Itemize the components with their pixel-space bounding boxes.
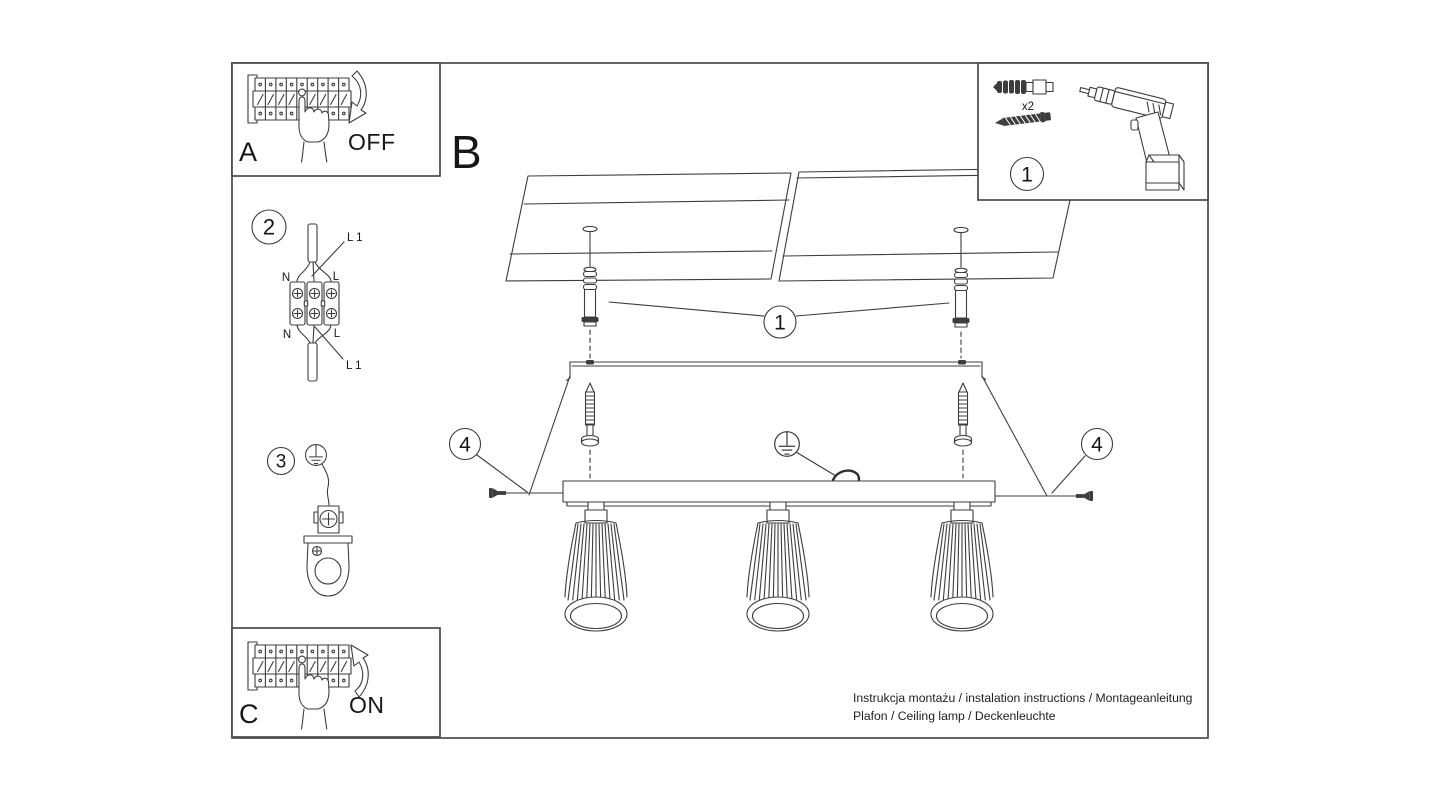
label-neutral-top: N	[282, 272, 290, 284]
section-b-label: B	[451, 126, 482, 178]
panel-c-letter: C	[239, 699, 259, 729]
mounting-screw-icon-left	[580, 382, 600, 447]
callout-side-screw-right: 4	[1091, 434, 1103, 457]
cable-top	[307, 223, 318, 263]
earth-symbol-icon	[774, 431, 800, 457]
wall-plug-horizontal-icon	[993, 79, 1054, 95]
earth-symbol-icon-small	[305, 444, 327, 466]
arrow-down-icon	[348, 70, 367, 124]
lamp-shade-icon-right	[930, 501, 994, 632]
lamp-shade-icon-left	[564, 501, 628, 632]
label-l1-top: L 1	[347, 232, 363, 244]
sheet-frame	[231, 62, 1209, 739]
step-ground-number: 3	[276, 452, 287, 473]
cable-bottom	[307, 342, 318, 382]
mounting-screw-icon-right	[953, 382, 973, 447]
label-neutral-bottom: N	[283, 329, 291, 341]
footer-line1: Instrukcja montażu / instalation instruc…	[853, 691, 1192, 705]
kit-step-number: 1	[1021, 164, 1033, 187]
earth-terminal-icon	[313, 505, 344, 534]
mounting-bracket	[565, 360, 987, 382]
power-off-label: OFF	[348, 129, 396, 155]
dowel-quantity-label: x2	[1022, 101, 1034, 113]
drill-icon	[1079, 86, 1185, 191]
side-screw-icon-right	[1076, 491, 1093, 501]
wall-plug-icon-right	[951, 267, 971, 328]
arrow-up-icon	[350, 644, 369, 698]
footer-line2: Plafon / Ceiling lamp / Deckenleuchte	[853, 709, 1056, 723]
label-live-bottom: L	[334, 328, 341, 340]
label-l1-bottom: L 1	[346, 360, 362, 372]
side-fixing-right: 4	[981, 375, 1114, 501]
mounting-plate-icon	[303, 535, 353, 597]
callout-dowel-number: 1	[774, 312, 786, 335]
ceiling-panel-left	[505, 172, 792, 282]
kit-panel: x2 1	[977, 62, 1209, 201]
terminal-block-icon	[289, 281, 340, 326]
side-fixing-left: 4	[448, 375, 571, 498]
step-wiring: 2 N L N L L 1 L 1	[251, 209, 363, 382]
wall-plug-icon-left	[580, 266, 600, 327]
step-ground: 3	[266, 444, 353, 597]
alignment-dashes	[589, 329, 964, 479]
ceiling-lamp	[562, 480, 996, 632]
power-on-label: ON	[349, 692, 385, 718]
screw-horizontal-icon	[995, 111, 1052, 126]
ground-callout	[774, 431, 861, 483]
step-wiring-number: 2	[263, 215, 275, 240]
panel-a: OFF A	[231, 62, 441, 177]
panel-c: ON C	[231, 627, 441, 738]
drill-holes	[582, 225, 969, 268]
callout-dowels: 1	[608, 301, 950, 339]
label-live-top: L	[333, 271, 340, 283]
panel-a-letter: A	[239, 137, 257, 167]
callout-side-screw-left: 4	[459, 434, 471, 457]
lamp-shade-icon-middle	[746, 501, 810, 632]
side-screw-icon-left	[489, 488, 506, 498]
